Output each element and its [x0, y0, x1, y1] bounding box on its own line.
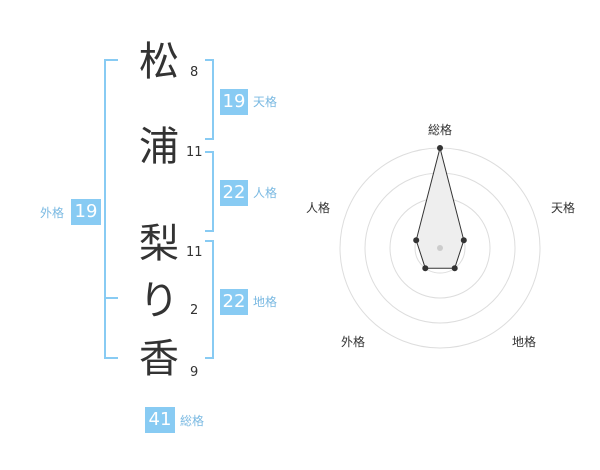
stroke-count-4: 2 [190, 303, 199, 318]
tenkaku-bracket [205, 59, 214, 140]
name-char-5: 香 [139, 336, 179, 382]
radar-point-3 [451, 265, 458, 272]
radar-center-dot [437, 245, 443, 251]
tenkaku-label: 天格 [253, 95, 278, 109]
name-char-4: り [139, 278, 179, 324]
soukaku-value: 41 [145, 407, 175, 433]
stroke-count-5: 9 [190, 365, 199, 380]
gaikaku-label: 外格 [40, 206, 65, 220]
radar-point-5 [413, 237, 420, 244]
name-char-2: 浦 [139, 124, 179, 170]
stroke-count-2: 11 [186, 145, 203, 160]
jinkaku-value: 22 [220, 180, 248, 206]
gaikaku-bracket [104, 59, 118, 359]
radar-label-soukaku: 総格 [428, 123, 453, 137]
gaikaku-value: 19 [71, 199, 101, 225]
stroke-count-3: 11 [186, 245, 203, 260]
radar-label-jinkaku: 人格 [306, 201, 331, 215]
jinkaku-bracket [205, 151, 214, 232]
radar-label-tenkaku: 天格 [551, 201, 576, 215]
radar-label-chikaku: 地格 [512, 335, 537, 349]
radar-point-4 [422, 265, 429, 272]
name-char-1: 松 [139, 39, 179, 85]
radar-point-2 [460, 237, 467, 244]
name-char-3: 梨 [139, 221, 179, 267]
chikaku-value: 22 [220, 289, 248, 315]
chikaku-label: 地格 [253, 295, 278, 309]
stroke-count-1: 8 [190, 65, 199, 80]
radar-area [415, 147, 465, 269]
jinkaku-label: 人格 [253, 186, 278, 200]
radar-label-gaikaku: 外格 [341, 335, 366, 349]
radar-point-1 [437, 145, 443, 151]
chikaku-bracket [205, 240, 214, 359]
soukaku-label: 総格 [180, 414, 205, 428]
tenkaku-value: 19 [220, 89, 248, 115]
